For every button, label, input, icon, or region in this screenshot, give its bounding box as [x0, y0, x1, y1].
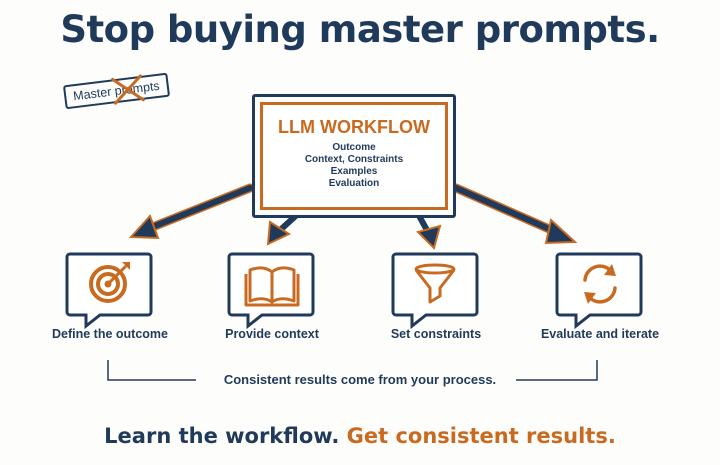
step-evaluate-bubble: [555, 252, 643, 330]
process-note: Consistent results come from your proces…: [0, 372, 720, 387]
funnel-icon: [414, 263, 456, 304]
tagline: Learn the workflow. Get consistent resul…: [0, 424, 720, 448]
process-bracket: [107, 360, 598, 381]
workflow-item-context: Context, Constraints: [304, 154, 404, 165]
process-note-text: Consistent results come from your proces…: [217, 372, 503, 387]
arrow-to-define: [128, 183, 255, 240]
step-label-evaluate: Evaluate and iterate: [540, 327, 660, 341]
step-label-define: Define the outcome: [52, 327, 168, 341]
tagline-part1: Learn the workflow.: [104, 424, 340, 448]
step-define-outcome-bubble: [65, 252, 153, 330]
workflow-item-examples: Examples: [330, 166, 378, 177]
step-label-constraints: Set constraints: [390, 327, 482, 341]
llm-workflow-box: LLM WORKFLOW Outcome Context, Constraint…: [252, 94, 456, 218]
book-icon: [244, 266, 300, 307]
page-title: Stop buying master prompts.: [60, 8, 660, 51]
refresh-icon: [583, 264, 617, 304]
step-provide-context-bubble: [227, 252, 315, 330]
arrow-to-constraints: [415, 211, 442, 250]
workflow-item-evaluation: Evaluation: [328, 178, 380, 189]
step-label-context: Provide context: [225, 327, 319, 341]
tagline-part2: Get consistent results.: [346, 424, 616, 448]
arrow-to-evaluate: [451, 183, 578, 245]
step-set-constraints-bubble: [391, 252, 479, 330]
master-prompts-stamp: Master prompts: [62, 72, 170, 110]
workflow-title: LLM WORKFLOW: [278, 117, 430, 137]
workflow-item-outcome: Outcome: [332, 142, 376, 153]
cross-out-icon: [111, 74, 145, 105]
target-icon: [89, 262, 130, 303]
